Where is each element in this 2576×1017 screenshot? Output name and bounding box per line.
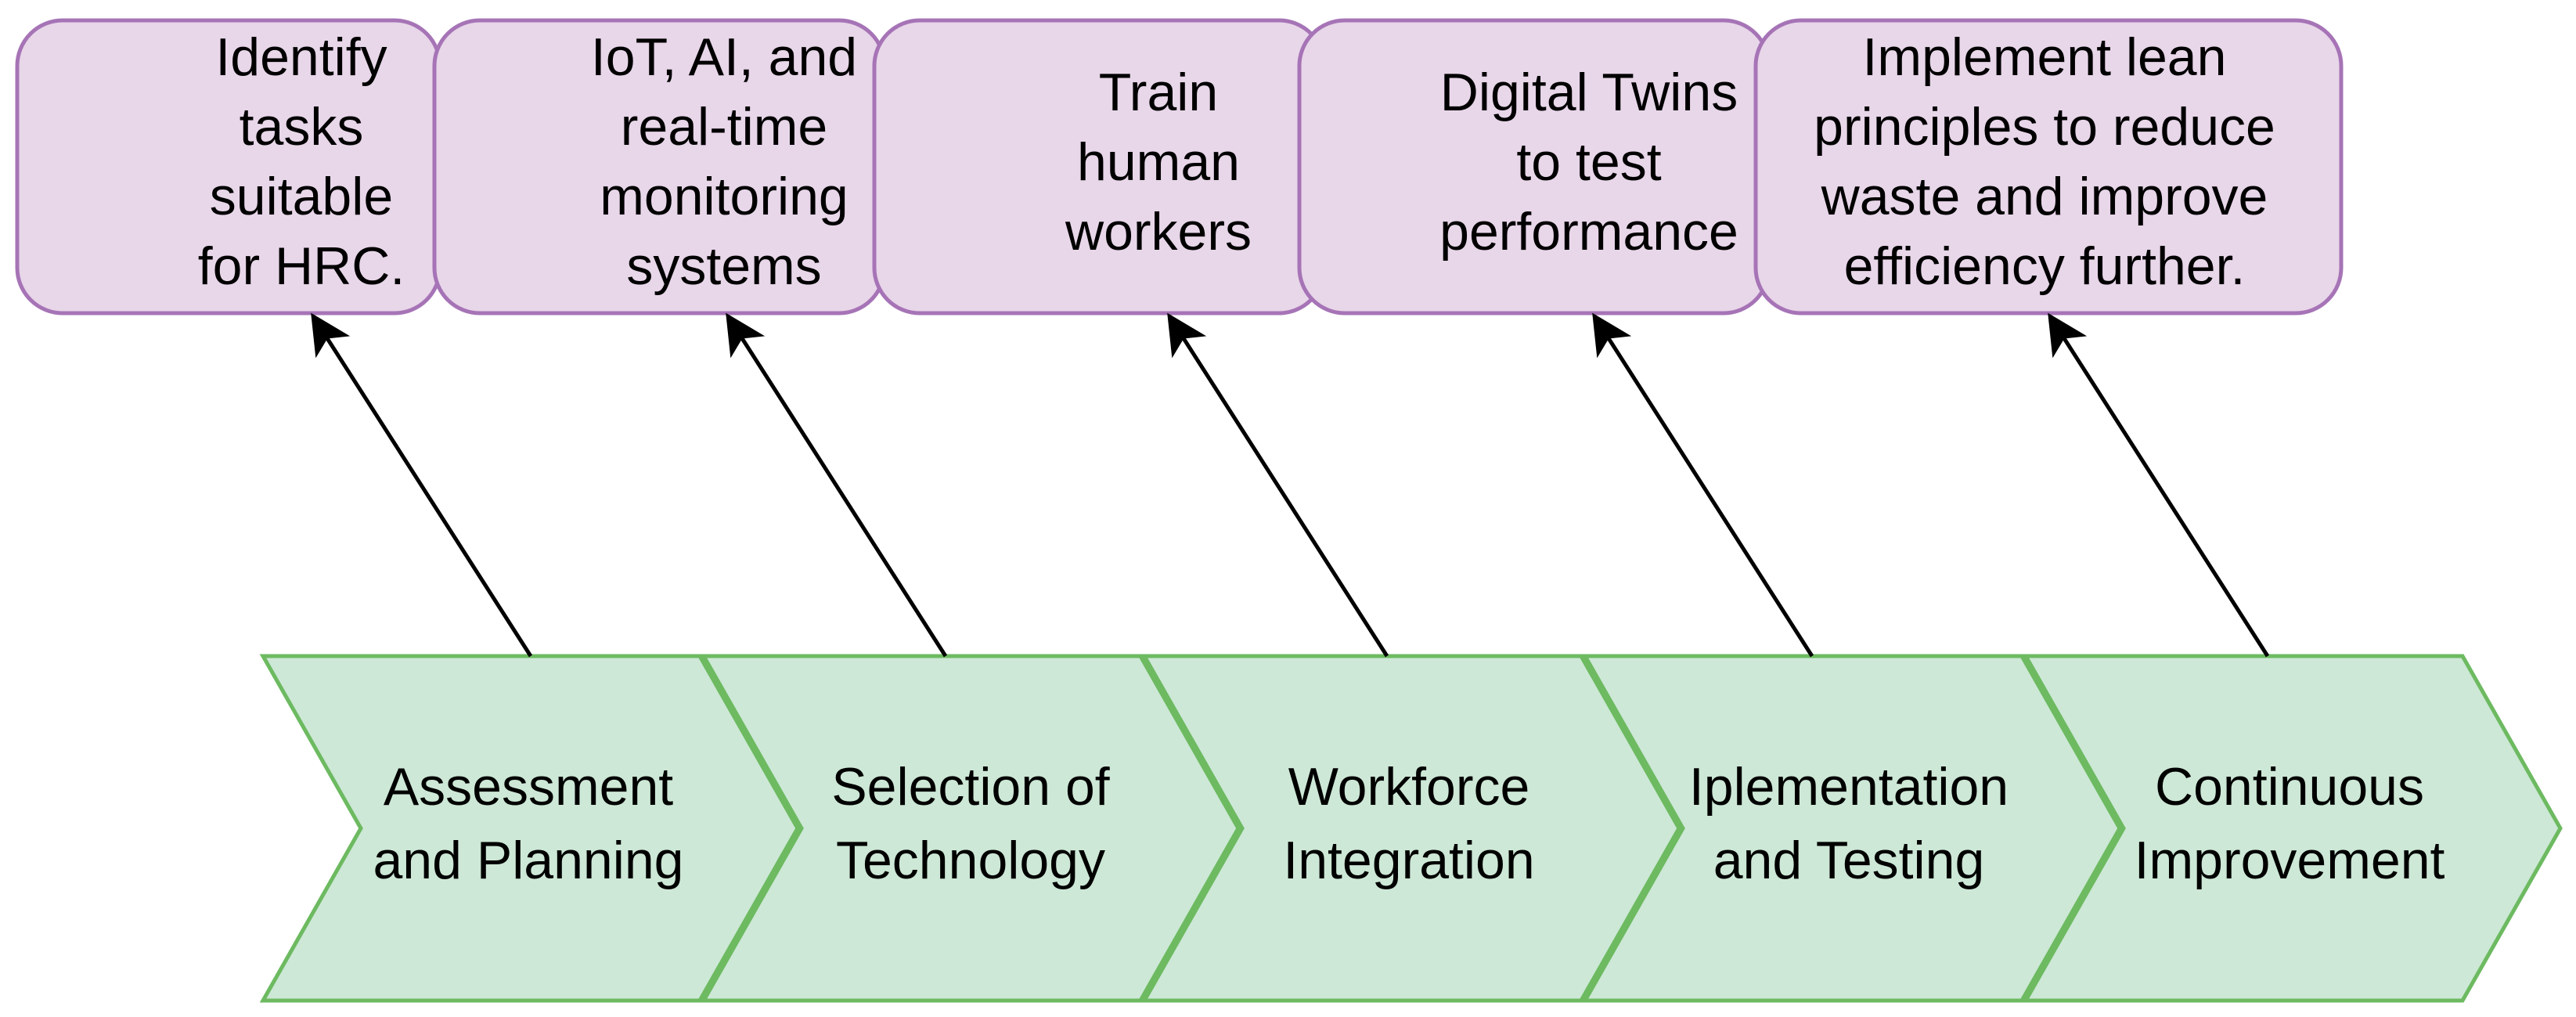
notes-layer: Identify tasks suitable for HRC. IoT, AI, an… [15, 18, 2344, 316]
note-text-line: suitable [210, 167, 393, 226]
step-label: Iplementation and Testing [1689, 757, 2009, 890]
note-text-line: performance [1439, 202, 1738, 261]
step-chevron [259, 654, 800, 1003]
step-2: Selection of Technology [700, 654, 1241, 1003]
note-text-line: monitoring [600, 167, 848, 226]
step-chevron [1581, 654, 2122, 1003]
step-label-line: and Testing [1713, 831, 1985, 890]
note-text: Implement lean principles to reduce waste … [1814, 27, 2275, 296]
note-text: IoT, AI, and real-time monitoring systems [591, 27, 857, 296]
note-text-line: workers [1065, 202, 1252, 261]
step-label-line: Integration [1283, 831, 1534, 890]
note-5: Implement lean principles to reduce waste … [1753, 18, 2344, 316]
step-label-line: Assessment [384, 757, 673, 817]
note-text-line: waste and improve [1821, 167, 2268, 226]
step-1: Assessment and Planning [259, 654, 800, 1003]
step-label: Assessment and Planning [373, 757, 683, 890]
note-3: Train human workers [872, 18, 1327, 316]
step-label-line: Iplementation [1689, 757, 2009, 817]
note-text-line: Implement lean [1863, 27, 2227, 87]
step-chevron [2022, 654, 2563, 1003]
step-4: Iplementation and Testing [1581, 654, 2122, 1003]
note-text-line: Digital Twins [1440, 63, 1738, 122]
note-text-line: IoT, AI, and [591, 27, 857, 87]
step-chevron [1140, 654, 1681, 1003]
note-text-line: real-time [621, 97, 828, 157]
step-label-line: and Planning [373, 831, 683, 890]
connector-arrow-3 [1167, 312, 1389, 658]
step-label-line: Technology [836, 831, 1105, 890]
connector-arrow-1 [311, 312, 533, 658]
note-text-line: to test [1516, 132, 1661, 192]
note-text-line: Identify [215, 27, 387, 87]
note-text-line: tasks [240, 97, 364, 157]
note-text: Identify tasks suitable for HRC. [198, 27, 405, 296]
connector-arrow-5 [2048, 312, 2270, 658]
step-label-line: Improvement [2135, 831, 2445, 890]
step-label: Selection of Technology [831, 757, 1109, 890]
note-text: Digital Twins to test performance [1439, 63, 1738, 261]
note-text-line: for HRC. [198, 236, 405, 296]
step-label-line: Selection of [831, 757, 1109, 817]
note-text-line: human [1077, 132, 1240, 192]
steps-layer: Assessment and Planning Selection of Techno… [259, 654, 2563, 1003]
note-text-line: Train [1099, 63, 1218, 122]
connector-arrow-4 [1592, 312, 1814, 658]
note-4: Digital Twins to test performance [1297, 18, 1771, 316]
note-text-line: efficiency further. [1844, 236, 2246, 296]
arrows-layer [311, 312, 2270, 658]
step-chevron [700, 654, 1241, 1003]
step-label-line: Workforce [1288, 757, 1530, 817]
note-text: Train human workers [1065, 63, 1252, 261]
step-label-line: Continuous [2155, 757, 2424, 817]
note-text-line: principles to reduce [1814, 97, 2275, 157]
connector-arrow-2 [726, 312, 948, 658]
note-1: Identify tasks suitable for HRC. [15, 18, 442, 316]
note-2: IoT, AI, and real-time monitoring systems [432, 18, 887, 316]
note-text-line: systems [626, 236, 821, 296]
